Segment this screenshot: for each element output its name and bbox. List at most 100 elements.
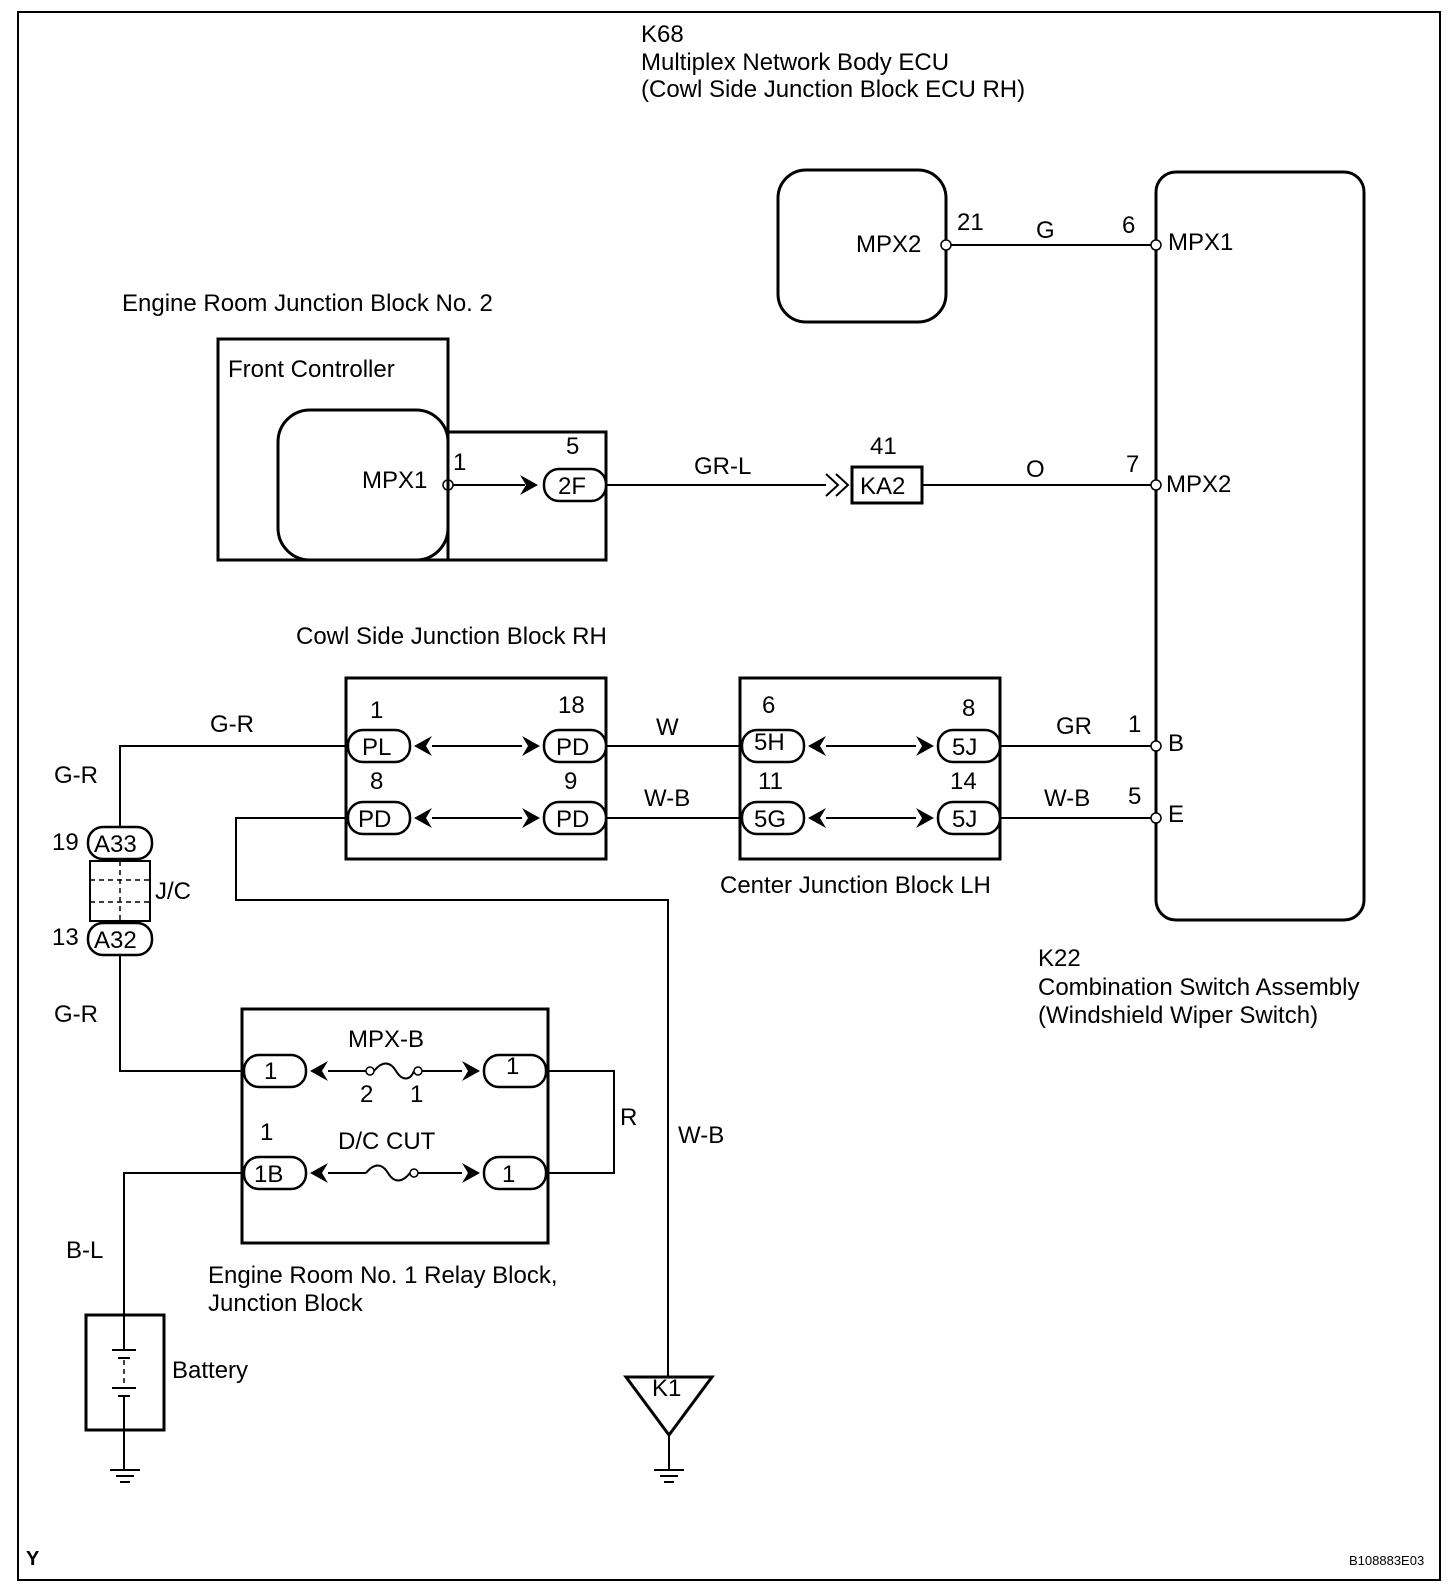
battery-ground-icon	[110, 1469, 140, 1483]
mpxb-pin-1-label: 1	[410, 1081, 423, 1108]
relay-block-box	[240, 1007, 550, 1245]
conn-mpxb-right-id: 1	[506, 1053, 519, 1080]
k22-b-label: B	[1168, 730, 1184, 757]
5h-chevron	[808, 736, 826, 756]
center-5g-no: 11	[758, 768, 783, 795]
front-controller-label: Front Controller	[228, 356, 395, 383]
conn-5g	[740, 800, 806, 836]
wire-g-r-top-label: G-R	[210, 711, 254, 738]
conn-5h	[740, 728, 806, 764]
pd8-chevron	[414, 808, 432, 828]
ka2-chevron-2	[835, 473, 850, 497]
k22-pin-7: 7	[1126, 451, 1139, 478]
er-jb2-mpx1-label: MPX1	[362, 467, 427, 494]
conn-5j-14-id: 5J	[952, 806, 977, 833]
mpxb-label: MPX-B	[348, 1026, 424, 1053]
wire-w-b-down-label: W-B	[678, 1122, 724, 1149]
k1-ground-icon	[654, 1469, 684, 1483]
wire-g-label: G	[1036, 217, 1055, 244]
k22-mpx2-pin	[1150, 479, 1162, 491]
conn-1b-id: 1B	[254, 1161, 283, 1188]
footer-left: Y	[26, 1548, 40, 1570]
k1-ground-id: K1	[652, 1375, 681, 1402]
pd18-chevron	[522, 736, 540, 756]
dc-right-chevron	[462, 1163, 480, 1183]
battery-label: Battery	[172, 1357, 248, 1384]
wire-w-b-mid-label: W-B	[644, 785, 690, 812]
5g-chevron	[808, 808, 826, 828]
k22-b-pin	[1150, 740, 1162, 752]
k68-mpx2-pin	[940, 239, 952, 251]
wire-r	[546, 1070, 615, 1174]
k22-pin-6: 6	[1122, 212, 1135, 239]
mpxb-fuse	[373, 1062, 415, 1080]
conn-5j-8-id: 5J	[952, 734, 977, 761]
wire-o-label: O	[1026, 456, 1045, 483]
wire-g-r-low	[119, 955, 244, 1072]
conn-5h-id: 5H	[754, 729, 785, 756]
ka2-chevron-1	[825, 473, 840, 497]
k22-pin-1: 1	[1128, 711, 1141, 738]
conn-2f-id: 2F	[558, 473, 586, 500]
cowl-pd9-no: 9	[564, 768, 577, 795]
er-jb2-chevron	[520, 475, 538, 495]
mpxb-left-chevron	[310, 1061, 328, 1081]
center-5h-no: 6	[762, 692, 775, 719]
wire-b-l-label: B-L	[66, 1237, 103, 1264]
mpxb-right-chevron	[462, 1061, 480, 1081]
conn-ka2-id: KA2	[860, 473, 905, 500]
footer-figure-id: B108883E03	[1349, 1553, 1424, 1568]
conn-pd-9-id: PD	[556, 806, 589, 833]
k22-code: K22	[1038, 945, 1081, 972]
conn-5g-id: 5G	[754, 806, 786, 833]
1b-chevron	[310, 1163, 328, 1183]
jc-a33-no: 19	[52, 829, 79, 856]
center-jb-box	[738, 676, 1002, 861]
k22-e-label: E	[1168, 801, 1184, 828]
conn-pl-id: PL	[362, 734, 391, 761]
ka2-no: 41	[870, 433, 897, 460]
relay-block-title-1: Engine Room No. 1 Relay Block,	[208, 1262, 558, 1289]
mpxb-fuse-pin-2	[365, 1066, 375, 1076]
k22-switch-box	[1154, 170, 1366, 922]
conn-dc-right-id: 1	[502, 1161, 515, 1188]
conn-a33	[86, 825, 154, 861]
jc-label: J/C	[155, 878, 191, 905]
c1b-no: 1	[260, 1119, 273, 1146]
k22-e-pin	[1150, 812, 1162, 824]
cowl-jb-title: Cowl Side Junction Block RH	[296, 623, 607, 650]
center-jb-title: Center Junction Block LH	[720, 872, 991, 899]
wire-b-l	[123, 1172, 244, 1315]
k68-mpx2-label: MPX2	[856, 231, 921, 258]
conn-mpxb-left	[242, 1053, 308, 1089]
k22-mpx1-label: MPX1	[1168, 229, 1233, 256]
dc-cut-label: D/C CUT	[338, 1128, 436, 1155]
wire-g-r-top	[119, 745, 348, 827]
pl-chevron	[414, 736, 432, 756]
wire-g-r-low-label: G-R	[54, 1001, 98, 1028]
5j8-chevron	[916, 736, 934, 756]
er-jb2-pin-1: 1	[453, 449, 466, 476]
conn-mpxb-left-id: 1	[264, 1058, 277, 1085]
cowl-pl-no: 1	[370, 697, 383, 724]
conn-a32-id: A32	[94, 927, 137, 954]
k22-mpx2-label: MPX2	[1166, 471, 1231, 498]
dc-cut-fuse-pin	[409, 1168, 419, 1178]
mpxb-fuse-pin-1	[413, 1066, 423, 1076]
relay-block-title-2: Junction Block	[208, 1290, 364, 1317]
wire-w-b-right-label: W-B	[1044, 785, 1090, 812]
cowl-pd18-no: 18	[558, 692, 585, 719]
er-jb2-connector-box	[446, 430, 608, 562]
k22-subtitle: (Windshield Wiper Switch)	[1038, 1002, 1318, 1029]
k68-code: K68	[641, 21, 684, 48]
mpxb-pin-2-label: 2	[360, 1081, 373, 1108]
conn-pd-8-id: PD	[358, 806, 391, 833]
k68-name: Multiplex Network Body ECU	[641, 49, 949, 76]
center-5j14-no: 14	[950, 768, 977, 795]
wire-r-label: R	[620, 1104, 637, 1131]
conn-a33-id: A33	[94, 831, 137, 858]
k68-subtitle: (Cowl Side Junction Block ECU RH)	[641, 76, 1025, 103]
cowl-pd8-no: 8	[370, 768, 383, 795]
er-jb2-conn-no: 5	[566, 433, 579, 460]
k1-ground-triangle	[623, 1375, 715, 1438]
